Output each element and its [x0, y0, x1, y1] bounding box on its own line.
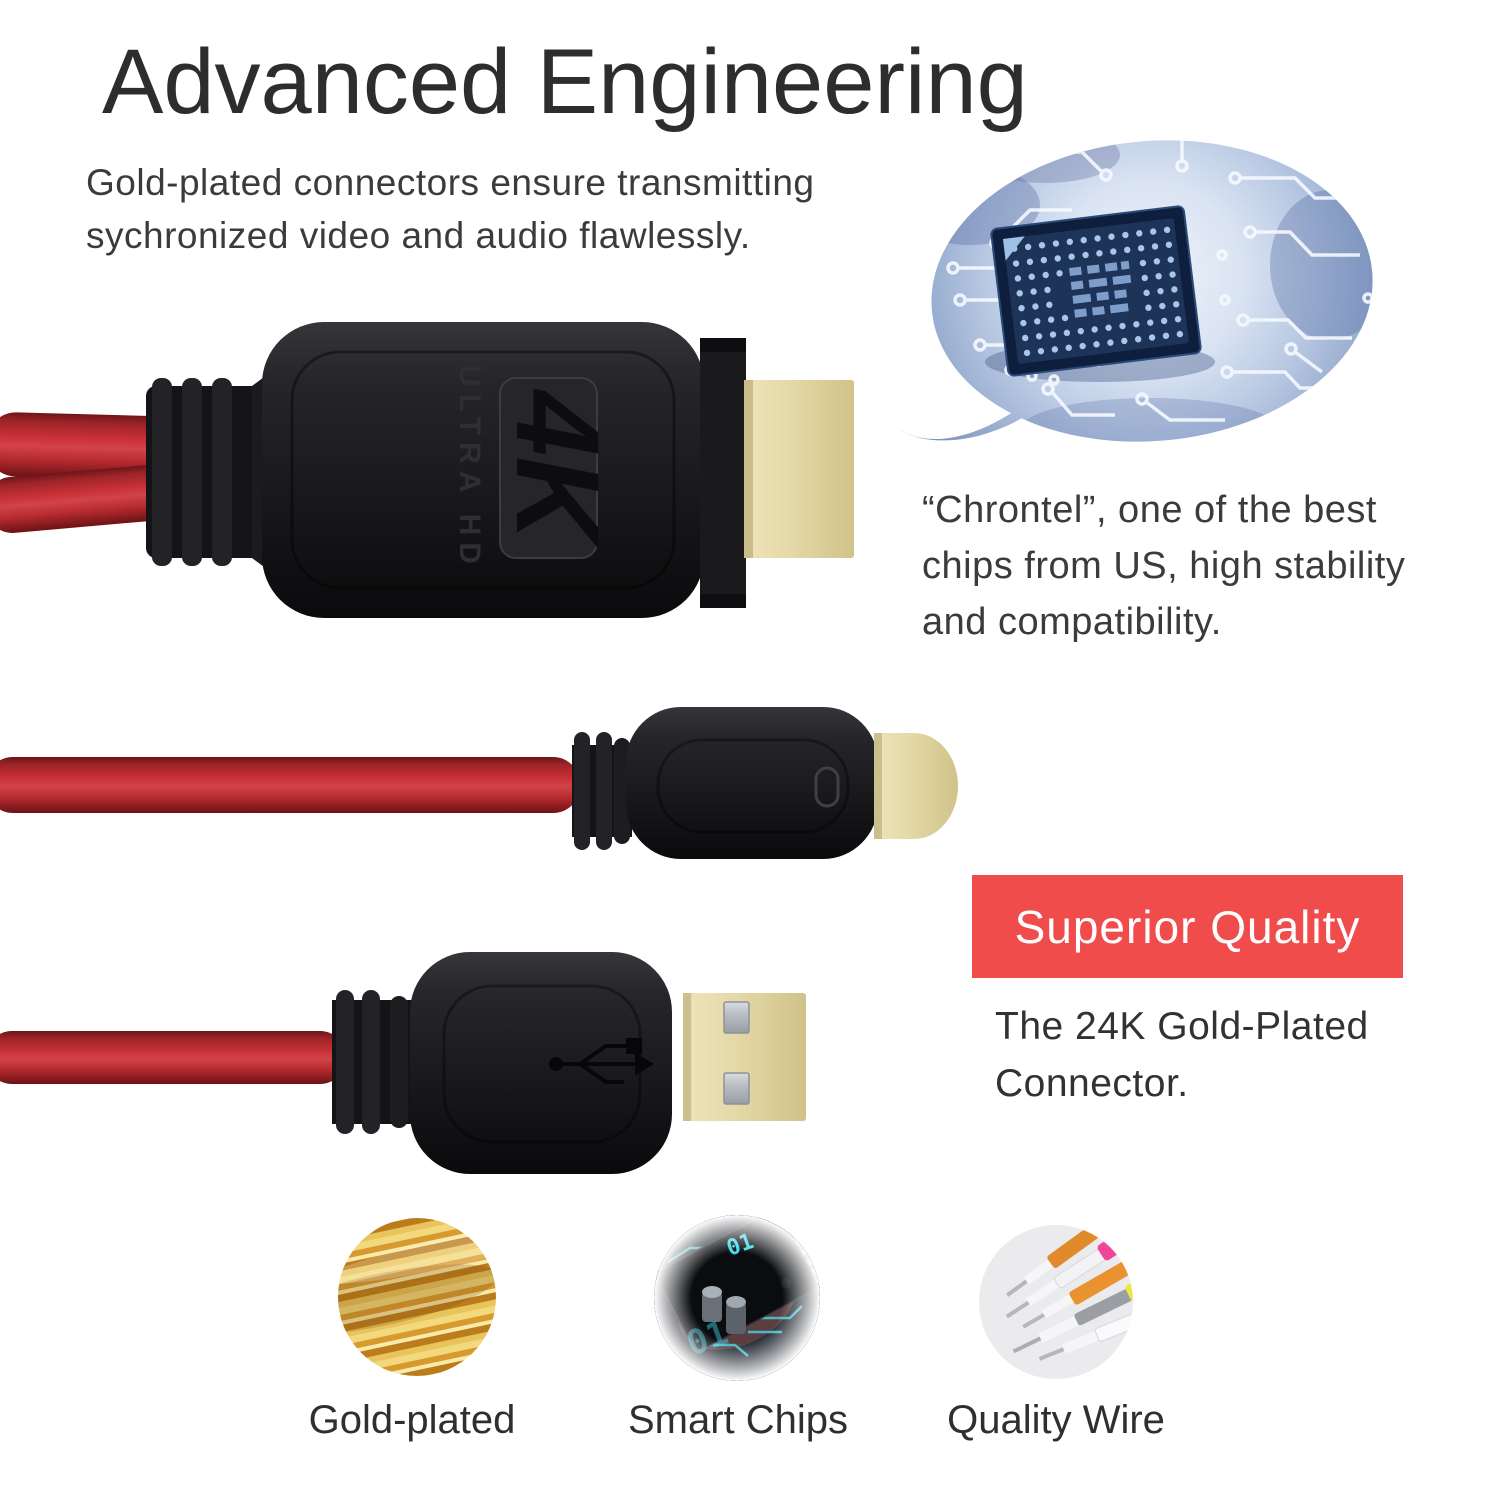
- usb-c-slot-mark: [814, 766, 840, 808]
- usb-trident-icon: [549, 1038, 654, 1084]
- usb-c-body-seam: [656, 738, 850, 834]
- superior-quality-title: Superior Quality: [1014, 900, 1361, 953]
- chip-speech-bubble-photo: [898, 123, 1386, 460]
- chip-callout-text: “Chrontel”, one of the best chips from U…: [922, 482, 1405, 650]
- feature-quality-wire-photo: [979, 1225, 1133, 1379]
- hdmi-ultra-hd-marking: ULTRA HD: [453, 365, 486, 571]
- superior-line-1: The 24K Gold-Plated: [995, 1005, 1369, 1048]
- hdmi-connector: ULTRA HD 4K: [0, 322, 854, 618]
- superior-line-2: Connector.: [995, 1062, 1189, 1105]
- usb-a-red-cable: [0, 1031, 346, 1084]
- feature-gold-wires-photo: [338, 1218, 496, 1376]
- bga-center-pads: [1069, 260, 1132, 318]
- hdmi-4k-panel: [499, 377, 598, 559]
- hdmi-gold-plug: [744, 380, 854, 558]
- chip-corner-mark: [1002, 236, 1025, 261]
- usb-a-contact-hole: [723, 1072, 750, 1105]
- usb-a-gold-plug: [683, 993, 806, 1121]
- usb-a-connector: [0, 952, 806, 1174]
- feature-label-smart-chips: Smart Chips: [627, 1398, 849, 1442]
- chip-callout-line-2: chips from US, high stability: [922, 545, 1406, 587]
- usb-c-connector: [0, 707, 958, 859]
- chip-callout-line-1: “Chrontel”, one of the best: [922, 489, 1377, 531]
- usb-a-contact-hole: [723, 1001, 750, 1034]
- intro-line-1: Gold-plated connectors ensure transmitti…: [86, 162, 815, 203]
- bga-chip: [990, 205, 1202, 377]
- feature-label-gold-plated: Gold-plated: [308, 1398, 516, 1442]
- hdmi-4k-marking: 4K: [491, 389, 623, 550]
- page-title: Advanced Engineering: [102, 31, 1028, 133]
- superior-quality-banner: Superior Quality: [972, 875, 1403, 978]
- chip-callout-line-3: and compatibility.: [922, 601, 1222, 643]
- feature-label-quality-wire: Quality Wire: [947, 1398, 1165, 1442]
- circuit-board-art: [900, 123, 1386, 460]
- feature-smart-chips-photo: 01 01: [654, 1215, 820, 1381]
- usb-c-gold-tip: [874, 733, 958, 839]
- hdmi-strain-relief: [146, 386, 262, 558]
- superior-quality-text: The 24K Gold-Plated Connector.: [995, 998, 1369, 1112]
- bga-dot-grid: [1011, 226, 1184, 357]
- intro-paragraph: Gold-plated connectors ensure transmitti…: [86, 156, 814, 262]
- hdmi-body-seam: [290, 350, 676, 590]
- usb-c-red-cable: [0, 757, 580, 813]
- intro-line-2: sychronized video and audio flawlessly.: [86, 215, 751, 256]
- usb-a-body: [410, 952, 672, 1174]
- usb-c-body: [626, 707, 878, 859]
